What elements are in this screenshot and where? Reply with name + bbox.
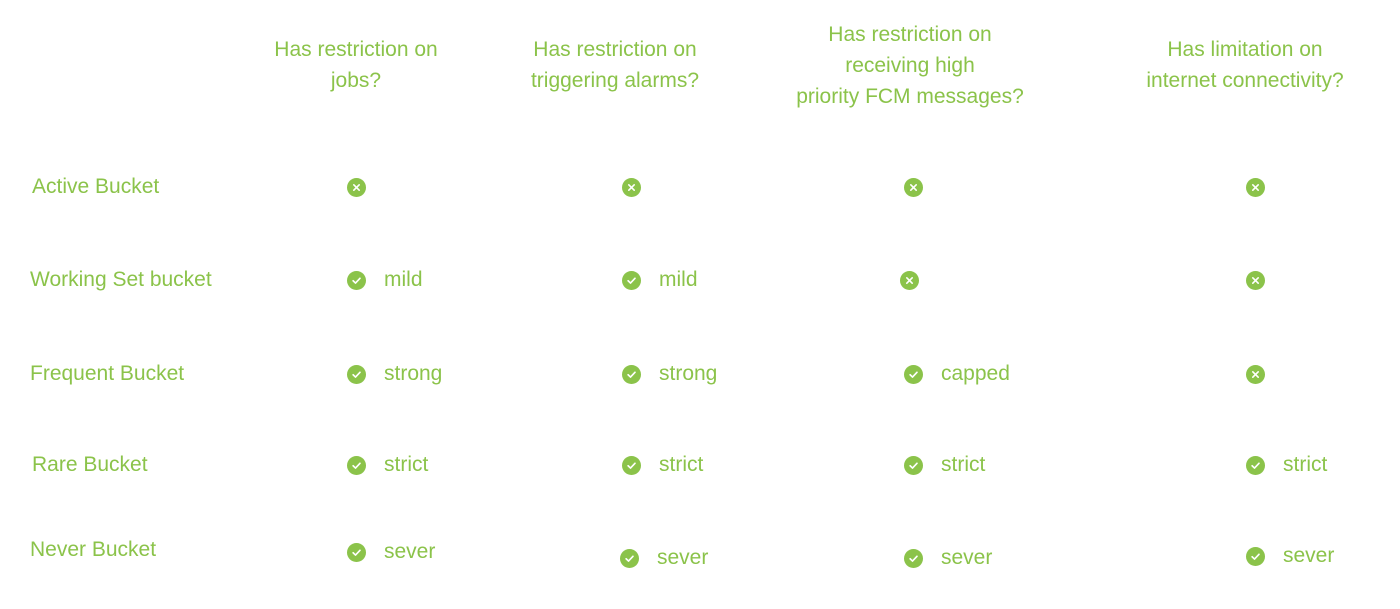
cell-jobs: sever: [347, 532, 435, 572]
cell-alarms: sever: [620, 538, 708, 578]
cell-jobs: mild: [347, 260, 423, 300]
row-label: Active Bucket: [32, 175, 160, 198]
check-icon: [1246, 455, 1265, 475]
cell-value: strong: [659, 362, 718, 385]
cell-jobs: strong: [347, 354, 442, 394]
cell-alarms: mild: [622, 260, 698, 300]
cell-value: strong: [384, 362, 443, 385]
cell-network: [1246, 354, 1265, 394]
row-rare-bucket: Rare Bucket strict strict strict strict: [0, 445, 1400, 485]
check-icon: [622, 455, 641, 475]
cross-icon: [1246, 270, 1265, 290]
cell-alarms: strong: [622, 354, 717, 394]
cell-network: [1246, 167, 1265, 207]
cell-network: strict: [1246, 445, 1327, 485]
cell-alarms: [622, 167, 641, 207]
check-icon: [347, 455, 366, 475]
check-icon: [347, 270, 366, 290]
column-header-fcm: Has restriction on receiving high priori…: [796, 22, 1024, 108]
cell-value: mild: [384, 268, 423, 291]
cell-fcm: capped: [904, 354, 1010, 394]
cross-icon: [900, 270, 919, 290]
cross-icon: [904, 177, 923, 197]
cell-value: strict: [384, 453, 429, 476]
check-icon: [1246, 546, 1265, 566]
cross-icon: [1246, 177, 1265, 197]
cell-fcm: strict: [904, 445, 985, 485]
cell-value: sever: [941, 546, 993, 569]
check-icon: [904, 364, 923, 384]
column-header-jobs: Has restriction on jobs?: [274, 38, 438, 92]
row-label: Working Set bucket: [30, 268, 212, 291]
cell-network: sever: [1246, 536, 1334, 576]
cell-value: sever: [384, 540, 436, 563]
cell-jobs: [347, 167, 366, 207]
check-icon: [904, 455, 923, 475]
check-icon: [622, 364, 641, 384]
row-working-set-bucket: Working Set bucket mild mild: [0, 260, 1400, 300]
cell-fcm: [900, 260, 919, 300]
row-label: Frequent Bucket: [30, 362, 185, 385]
check-icon: [904, 548, 923, 568]
cross-icon: [347, 177, 366, 197]
cell-value: strict: [941, 453, 986, 476]
cell-fcm: [904, 167, 923, 207]
row-label: Rare Bucket: [32, 453, 148, 476]
check-icon: [347, 364, 366, 384]
column-header-network: Has limitation on internet connectivity?: [1146, 38, 1344, 92]
cell-alarms: strict: [622, 445, 703, 485]
cross-icon: [622, 177, 641, 197]
cell-value: sever: [1283, 544, 1335, 567]
row-label: Never Bucket: [30, 538, 157, 561]
check-icon: [622, 270, 641, 290]
cell-value: sever: [657, 546, 709, 569]
cell-value: mild: [659, 268, 698, 291]
column-header-alarms: Has restriction on triggering alarms?: [530, 38, 700, 92]
check-icon: [620, 548, 639, 568]
cell-jobs: strict: [347, 445, 428, 485]
check-icon: [347, 542, 366, 562]
cell-value: strict: [659, 453, 704, 476]
row-frequent-bucket: Frequent Bucket strong strong capped: [0, 354, 1400, 394]
cell-fcm: sever: [904, 538, 992, 578]
cell-value: capped: [941, 362, 1010, 385]
cross-icon: [1246, 364, 1265, 384]
row-never-bucket: Never Bucket sever sever sever sever: [0, 530, 1400, 570]
cell-value: strict: [1283, 453, 1328, 476]
row-active-bucket: Active Bucket: [0, 167, 1400, 207]
cell-network: [1246, 260, 1265, 300]
